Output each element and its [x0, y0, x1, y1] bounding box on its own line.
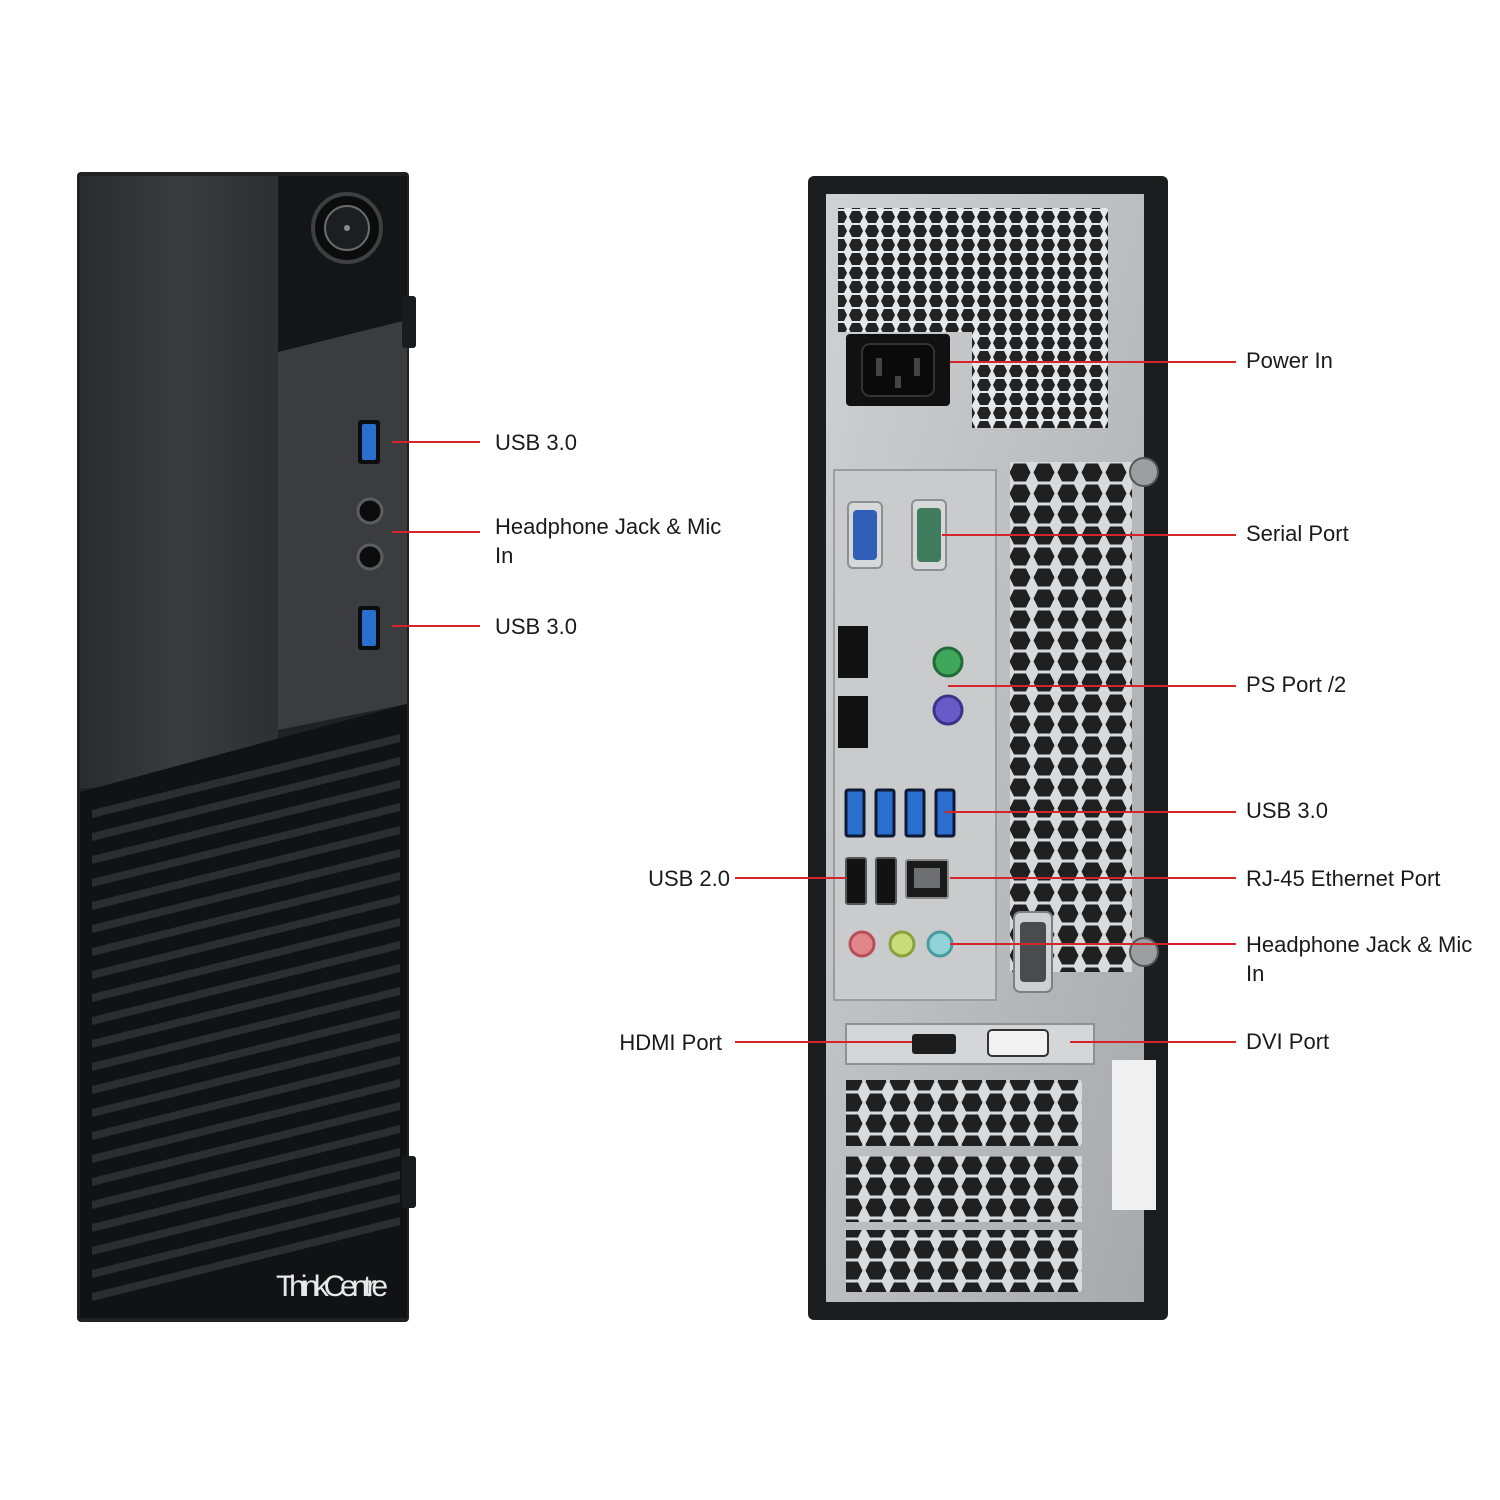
vent-slat: [92, 1056, 400, 1140]
front-headphone-jack: [356, 497, 384, 525]
rear-usb2-port-2: [875, 857, 897, 905]
rear-line-out-jack: [888, 930, 916, 958]
vga-port: [853, 510, 877, 560]
slot-cover-1: [846, 1080, 1082, 1146]
rear-usb2-port-1: [845, 857, 867, 905]
power-pin-ground: [895, 376, 901, 388]
power-inlet-socket: [861, 343, 935, 397]
usb3-label: USB 3.0: [1246, 798, 1328, 823]
power-led: [344, 225, 350, 231]
vent-slat: [92, 849, 400, 933]
displayport-1: [838, 626, 868, 678]
dvi-port: [987, 1029, 1049, 1057]
hdmi-port: [912, 1034, 956, 1054]
vent-slat: [92, 941, 400, 1025]
front-audio-label: Headphone Jack & Mic In: [495, 514, 722, 568]
slot-cover-3: [846, 1230, 1082, 1292]
rear-usb3-port-3: [904, 788, 926, 838]
thumbscrew-top: [1129, 457, 1159, 487]
vent-slat: [92, 1010, 400, 1094]
vent-slat: [92, 895, 400, 979]
usb2-label: USB 2.0: [648, 866, 730, 891]
psu-grille-lower: [972, 332, 1108, 428]
front-usb-top-label: USB 3.0: [495, 430, 577, 455]
power-in-label: Power In: [1246, 348, 1333, 373]
front-left-panel: [80, 176, 278, 788]
rear-mic-jack: [848, 930, 876, 958]
graphics-card-bracket: [845, 1023, 1095, 1065]
vent-slat: [92, 803, 400, 887]
ps2-port-label: PS Port /2: [1246, 672, 1347, 697]
vent-slat: [92, 918, 400, 1002]
front-tower: ThinkCentre: [77, 172, 416, 1322]
slot-cover-2: [846, 1156, 1082, 1222]
vent-slat: [92, 964, 400, 1048]
rear-side-vent: [1010, 462, 1132, 972]
psu-grille: [838, 208, 1108, 332]
dvi-port-label: DVI Port: [1246, 1029, 1330, 1054]
rear-usb3-port-1: [844, 788, 866, 838]
vent-slat: [92, 780, 400, 864]
rear-usb3-port-2: [874, 788, 896, 838]
rear-audio-label: Headphone Jack & Mic In: [1246, 932, 1473, 986]
second-serial-port: [1020, 922, 1046, 982]
rj45-socket: [914, 868, 940, 888]
ps2-keyboard-port: [932, 694, 964, 726]
vent-slat: [92, 1194, 400, 1278]
serial-sticker: [1112, 1060, 1156, 1210]
front-usb-top-insert: [362, 424, 376, 460]
vent-slat: [92, 1102, 400, 1186]
vent-slat: [92, 826, 400, 910]
front-usb-bottom-label: USB 3.0: [495, 614, 577, 639]
front-latch-bottom: [402, 1156, 416, 1208]
front-latch-top: [402, 296, 416, 348]
power-pin-right: [914, 358, 920, 376]
vent-slat: [92, 1079, 400, 1163]
vent-slat: [92, 1148, 400, 1232]
vent-slat: [92, 757, 400, 841]
thumbscrew-bottom: [1129, 937, 1159, 967]
front-vent-slats: [92, 734, 400, 1301]
vent-slat: [92, 987, 400, 1071]
rear-tower: [808, 176, 1168, 1320]
front-usb-bottom-insert: [362, 610, 376, 646]
callout-lines: [392, 361, 1236, 1043]
power-pin-left: [876, 358, 882, 376]
front-mic-jack: [356, 543, 384, 571]
serial-port: [917, 508, 941, 562]
vent-slat: [92, 872, 400, 956]
rear-line-in-jack: [926, 930, 954, 958]
thinkcentre-logo: ThinkCentre: [276, 1270, 388, 1303]
vent-slat: [92, 1033, 400, 1117]
front-port-panel: [278, 320, 407, 730]
serial-port-label: Serial Port: [1246, 521, 1349, 546]
vent-slat: [92, 1217, 400, 1301]
ps2-mouse-port: [932, 646, 964, 678]
hdmi-port-label: HDMI Port: [619, 1030, 722, 1055]
vent-slat: [92, 734, 400, 818]
displayport-2: [838, 696, 868, 748]
ethernet-label: RJ-45 Ethernet Port: [1246, 866, 1441, 891]
vent-slat: [92, 1171, 400, 1255]
vent-slat: [92, 1125, 400, 1209]
